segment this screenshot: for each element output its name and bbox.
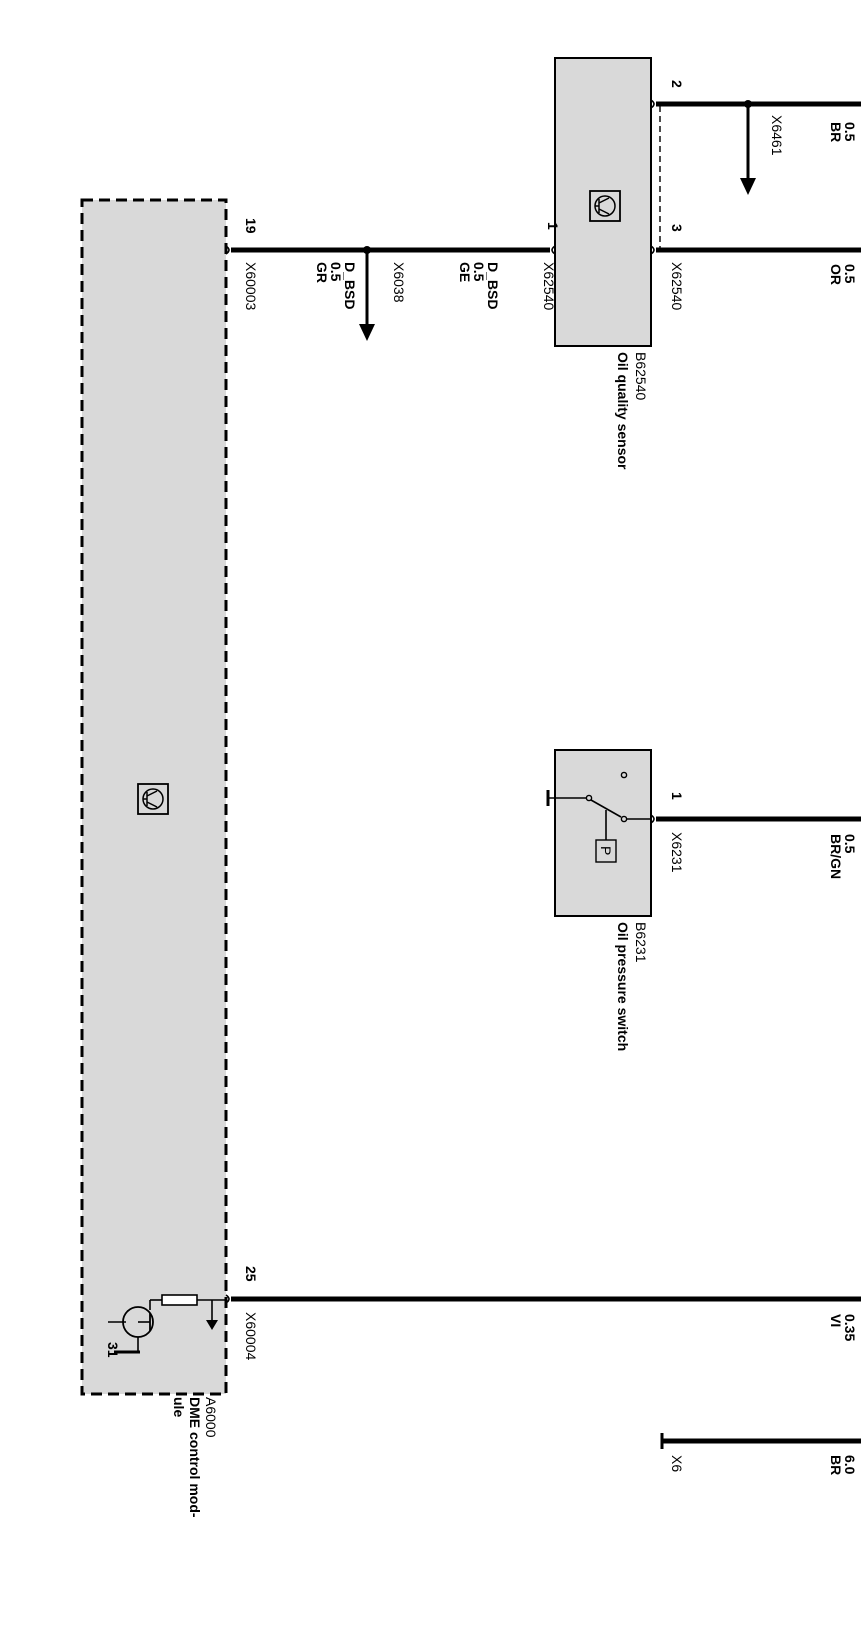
wire-ge-color: GE [457,262,473,282]
dme-output-stage-icon [108,1294,226,1354]
wire-brgn-color: BR/GN [828,834,844,879]
dme-control-module-box [80,198,228,1396]
connector-x62540-top-label: X62540 [669,262,685,310]
connector-x60004-label: X60004 [243,1312,259,1360]
connector-mark [650,245,655,255]
wire-brgn-size: 0.5 [842,834,858,854]
wire-ge-size: 0.5 [471,262,487,282]
connector-x6231-label: X6231 [669,832,685,873]
connector-x62540-left-label: X62540 [541,262,557,310]
wire-vi-color: VI [828,1314,844,1327]
connector-x6038-label: X6038 [391,262,407,303]
oil-quality-sensor-name: Oil quality sensor [615,352,631,470]
wire-ge-signal: D_BSD [485,262,501,309]
pin-1-label: 1 [545,222,561,230]
arrow-down-icon [740,178,756,195]
connector-mark [225,245,230,255]
pressure-switch-icon [546,771,651,863]
oil-pressure-switch-name: Oil pressure switch [615,922,631,1051]
dme-module-name-line2: ule [171,1397,187,1417]
wire-or-size: 0.5 [842,264,858,284]
pin-3-label: 3 [669,224,685,232]
wire-gr-size: 0.5 [328,262,344,282]
wire-br-color: BR [828,122,844,142]
oil-quality-sensor-box [554,57,652,347]
pin-25-label: 25 [243,1266,259,1282]
oil-quality-sensor-code: B62540 [633,352,649,400]
dme-module-code: A6000 [203,1397,219,1438]
wire-ground-color: BR [828,1455,844,1475]
switch-pin-1-label: 1 [669,792,685,800]
wire-gr-color: GR [314,262,330,283]
wire-or-color: OR [828,264,844,285]
arrow-down-icon [359,324,375,341]
connector-mark [551,245,556,255]
wire-gr-signal: D_BSD [342,262,358,309]
connector-mark [650,99,655,109]
wire-br-size: 0.5 [842,122,858,142]
pin-2-label: 2 [669,80,685,88]
pin-19-label: 19 [243,218,259,234]
connector-mark [650,814,655,824]
ground-pin-label: 31 [105,1342,121,1358]
wire-ground-size: 6.0 [842,1455,858,1475]
wire-vi-size: 0.35 [842,1314,858,1341]
connector-x60003-label: X60003 [243,262,259,310]
module-symbol-icon [137,783,169,815]
oil-pressure-switch-code: B6231 [633,922,649,963]
sensor-symbol-icon [589,190,621,222]
connector-x6-label: X6 [669,1455,685,1472]
dme-module-name-line1: DME control mod- [187,1397,203,1518]
connector-mark [225,1294,230,1304]
oil-pressure-switch-box [554,749,652,917]
pressure-symbol-label: P [598,846,614,855]
connector-x6461-label: X6461 [769,115,785,156]
